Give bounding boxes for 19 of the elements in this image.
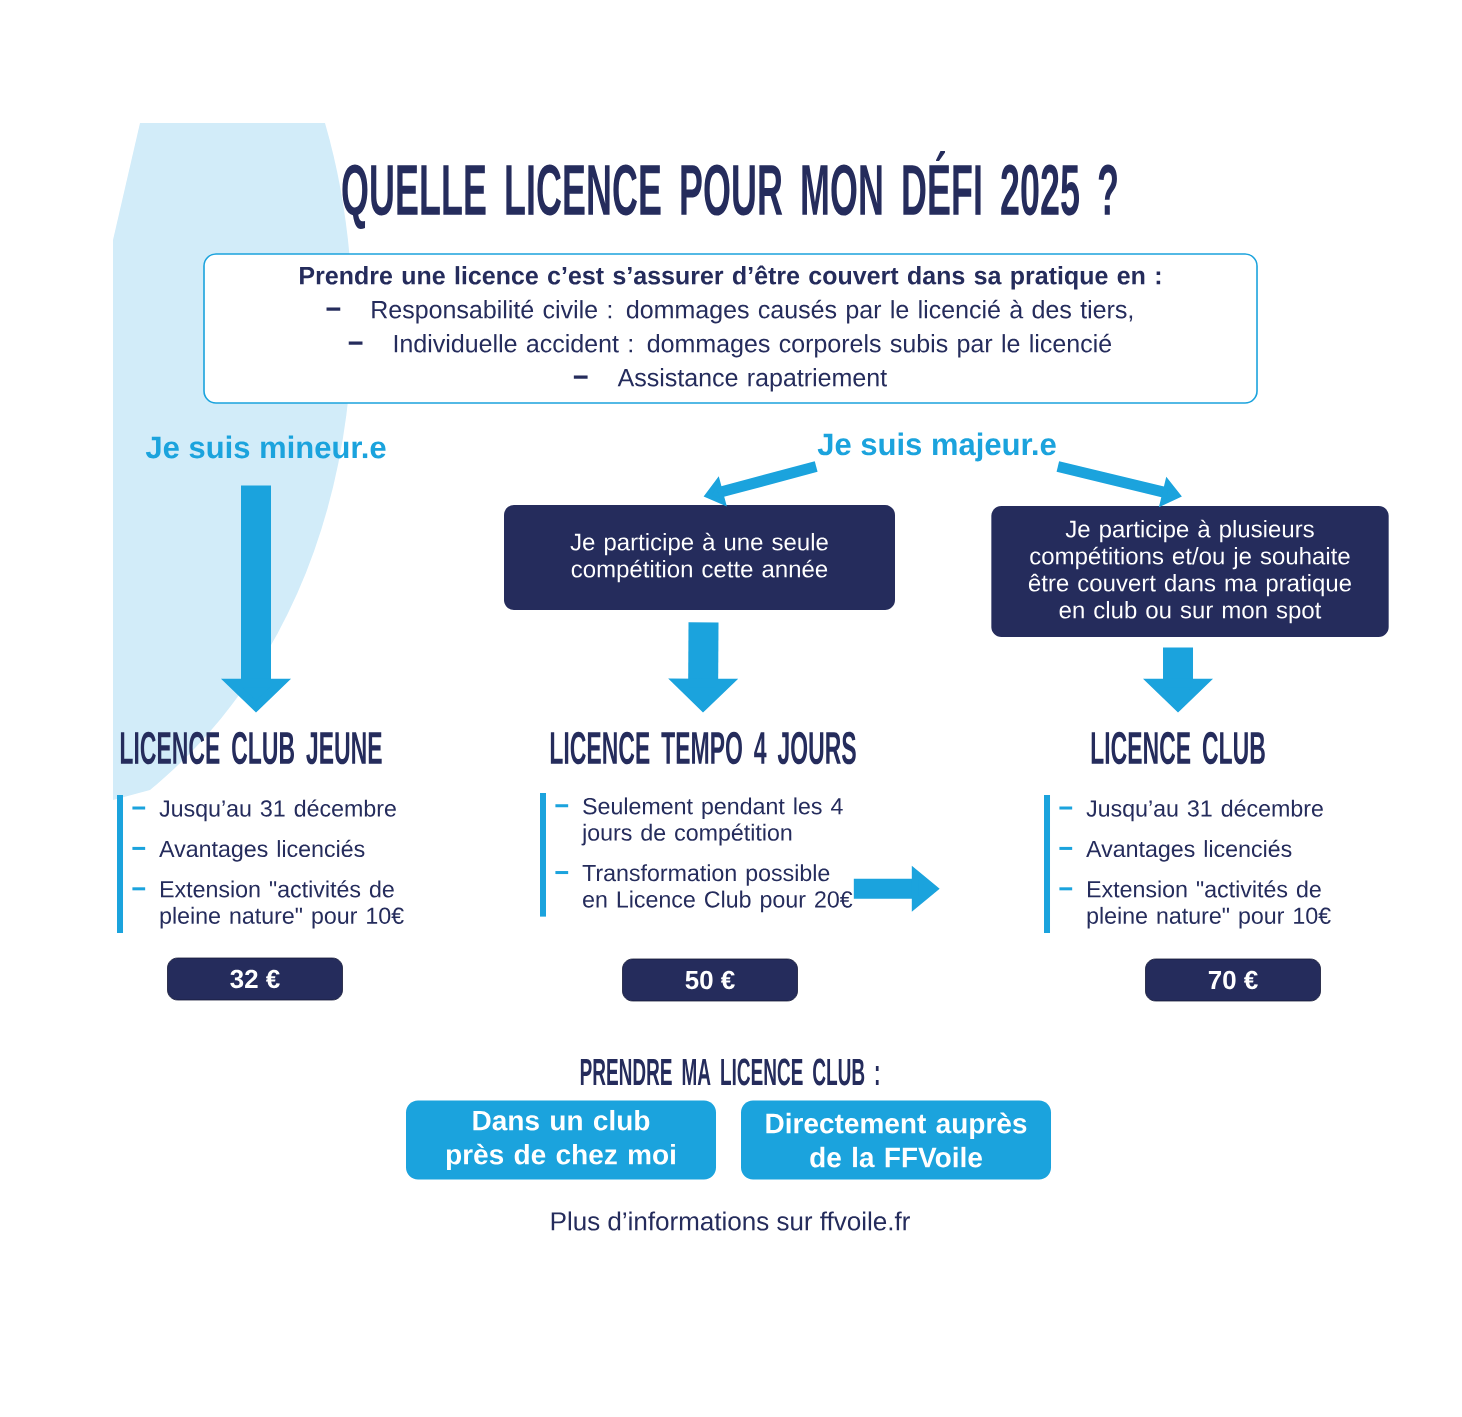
choice-box: Je participe à une seule compétition cette année — [504, 505, 895, 610]
heading: Je suis mineur.e — [145, 435, 386, 459]
licence-heading: LICENCE CLUB — [1091, 731, 1265, 765]
price-badge: 32 € — [167, 957, 343, 1001]
choice-box: Je participe à plusieurs compétitions et/ou je souhaite être couvert dans ma pratique en club ou sur mon spot — [991, 506, 1389, 637]
licence-heading: LICENCE TEMPO 4 JOURS — [550, 731, 856, 765]
link-button: Dans un club près de chez moi — [406, 1100, 716, 1180]
link-button: Directement auprès de la FFVoile — [741, 1100, 1051, 1180]
section-heading: PRENDRE MA LICENCE CLUB : — [580, 1058, 879, 1086]
heading: Je suis majeur.e — [817, 432, 1056, 462]
footer-note: Plus d’informations sur ffvoile.fr — [551, 1211, 910, 1231]
bullet-list: Jusqu’au 31 décembre Avantages licenciés Extension "activités de pleine nature" pour 10€ — [1044, 795, 1331, 933]
bullet-list: Seulement pendant les 4 jours de compétition Transformation possible en Licence Club pour 20€ — [540, 793, 853, 917]
title: QUELLE LICENCE POUR MON DÉFI 2025 ? — [342, 151, 1117, 229]
price-badge: 50 € — [622, 958, 798, 1002]
bullet-list: Jusqu’au 31 décembre Avantages licenciés Extension "activités de pleine nature" pour 10€ — [117, 795, 404, 933]
price-badge: 70 € — [1145, 958, 1321, 1002]
info-box: Prendre une licence c’est s’assurer d’être couvert dans sa pratique en : Responsabilité civile : dommages causés par le licencié à des tiers, Individuelle accident : dommages corporels subis par le licencié Assistance rapatriement — [203, 253, 1258, 404]
licence-heading: LICENCE CLUB JEUNE — [120, 731, 382, 765]
